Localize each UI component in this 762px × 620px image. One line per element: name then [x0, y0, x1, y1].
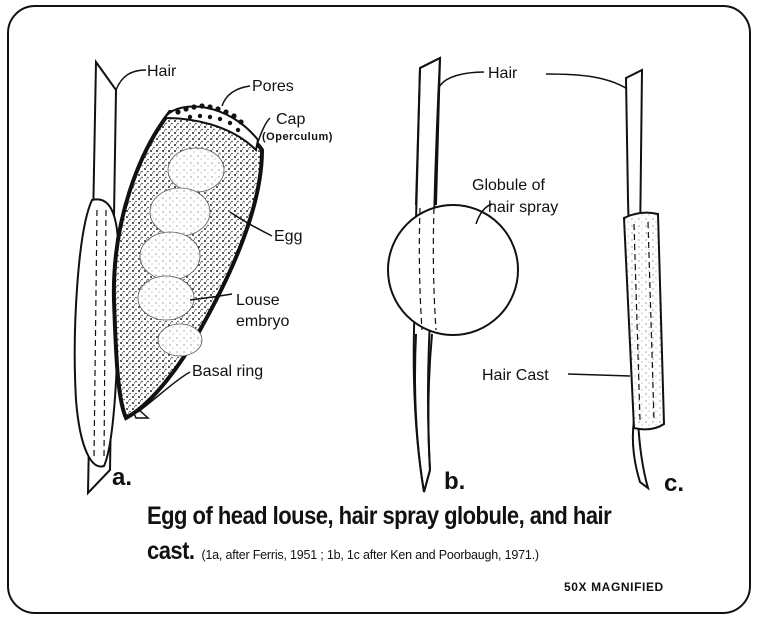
panel-letter-c: c.: [664, 470, 684, 497]
panel-a: Hair Pores Cap (Operculum) Egg Louse emb…: [75, 62, 333, 493]
label-hair-b: Hair: [488, 65, 518, 82]
figure-caption: Egg of head louse, hair spray globule, a…: [147, 502, 747, 566]
label-louse: Louse: [236, 292, 280, 309]
label-globule-2: hair spray: [488, 199, 558, 216]
hair-cast-sheath: [624, 213, 664, 430]
caption-line-2: cast. (1a, after Ferris, 1951 ; 1b, 1c a…: [147, 537, 747, 566]
label-hair-a: Hair: [147, 63, 177, 80]
caption-citation: (1a, after Ferris, 1951 ; 1b, 1c after K…: [201, 548, 538, 562]
label-cap: Cap: [276, 111, 305, 128]
label-egg: Egg: [274, 228, 302, 245]
panel-letter-a: a.: [112, 464, 132, 491]
label-globule-1: Globule of: [472, 177, 545, 194]
caption-title-continued: cast.: [147, 537, 195, 566]
hair-spray-globule: [388, 205, 518, 335]
label-embryo: embryo: [236, 313, 289, 330]
panel-b: Hair Globule of hair spray b.: [388, 58, 632, 495]
label-operculum: (Operculum): [262, 131, 333, 143]
magnification-note: 50X MAGNIFIED: [564, 580, 664, 594]
panel-letter-b: b.: [444, 468, 465, 495]
egg-sheath: [75, 199, 119, 466]
label-basal-ring: Basal ring: [192, 363, 263, 380]
label-pores: Pores: [252, 78, 294, 95]
label-hair-cast: Hair Cast: [482, 367, 549, 384]
caption-title: Egg of head louse, hair spray globule, a…: [147, 502, 675, 531]
